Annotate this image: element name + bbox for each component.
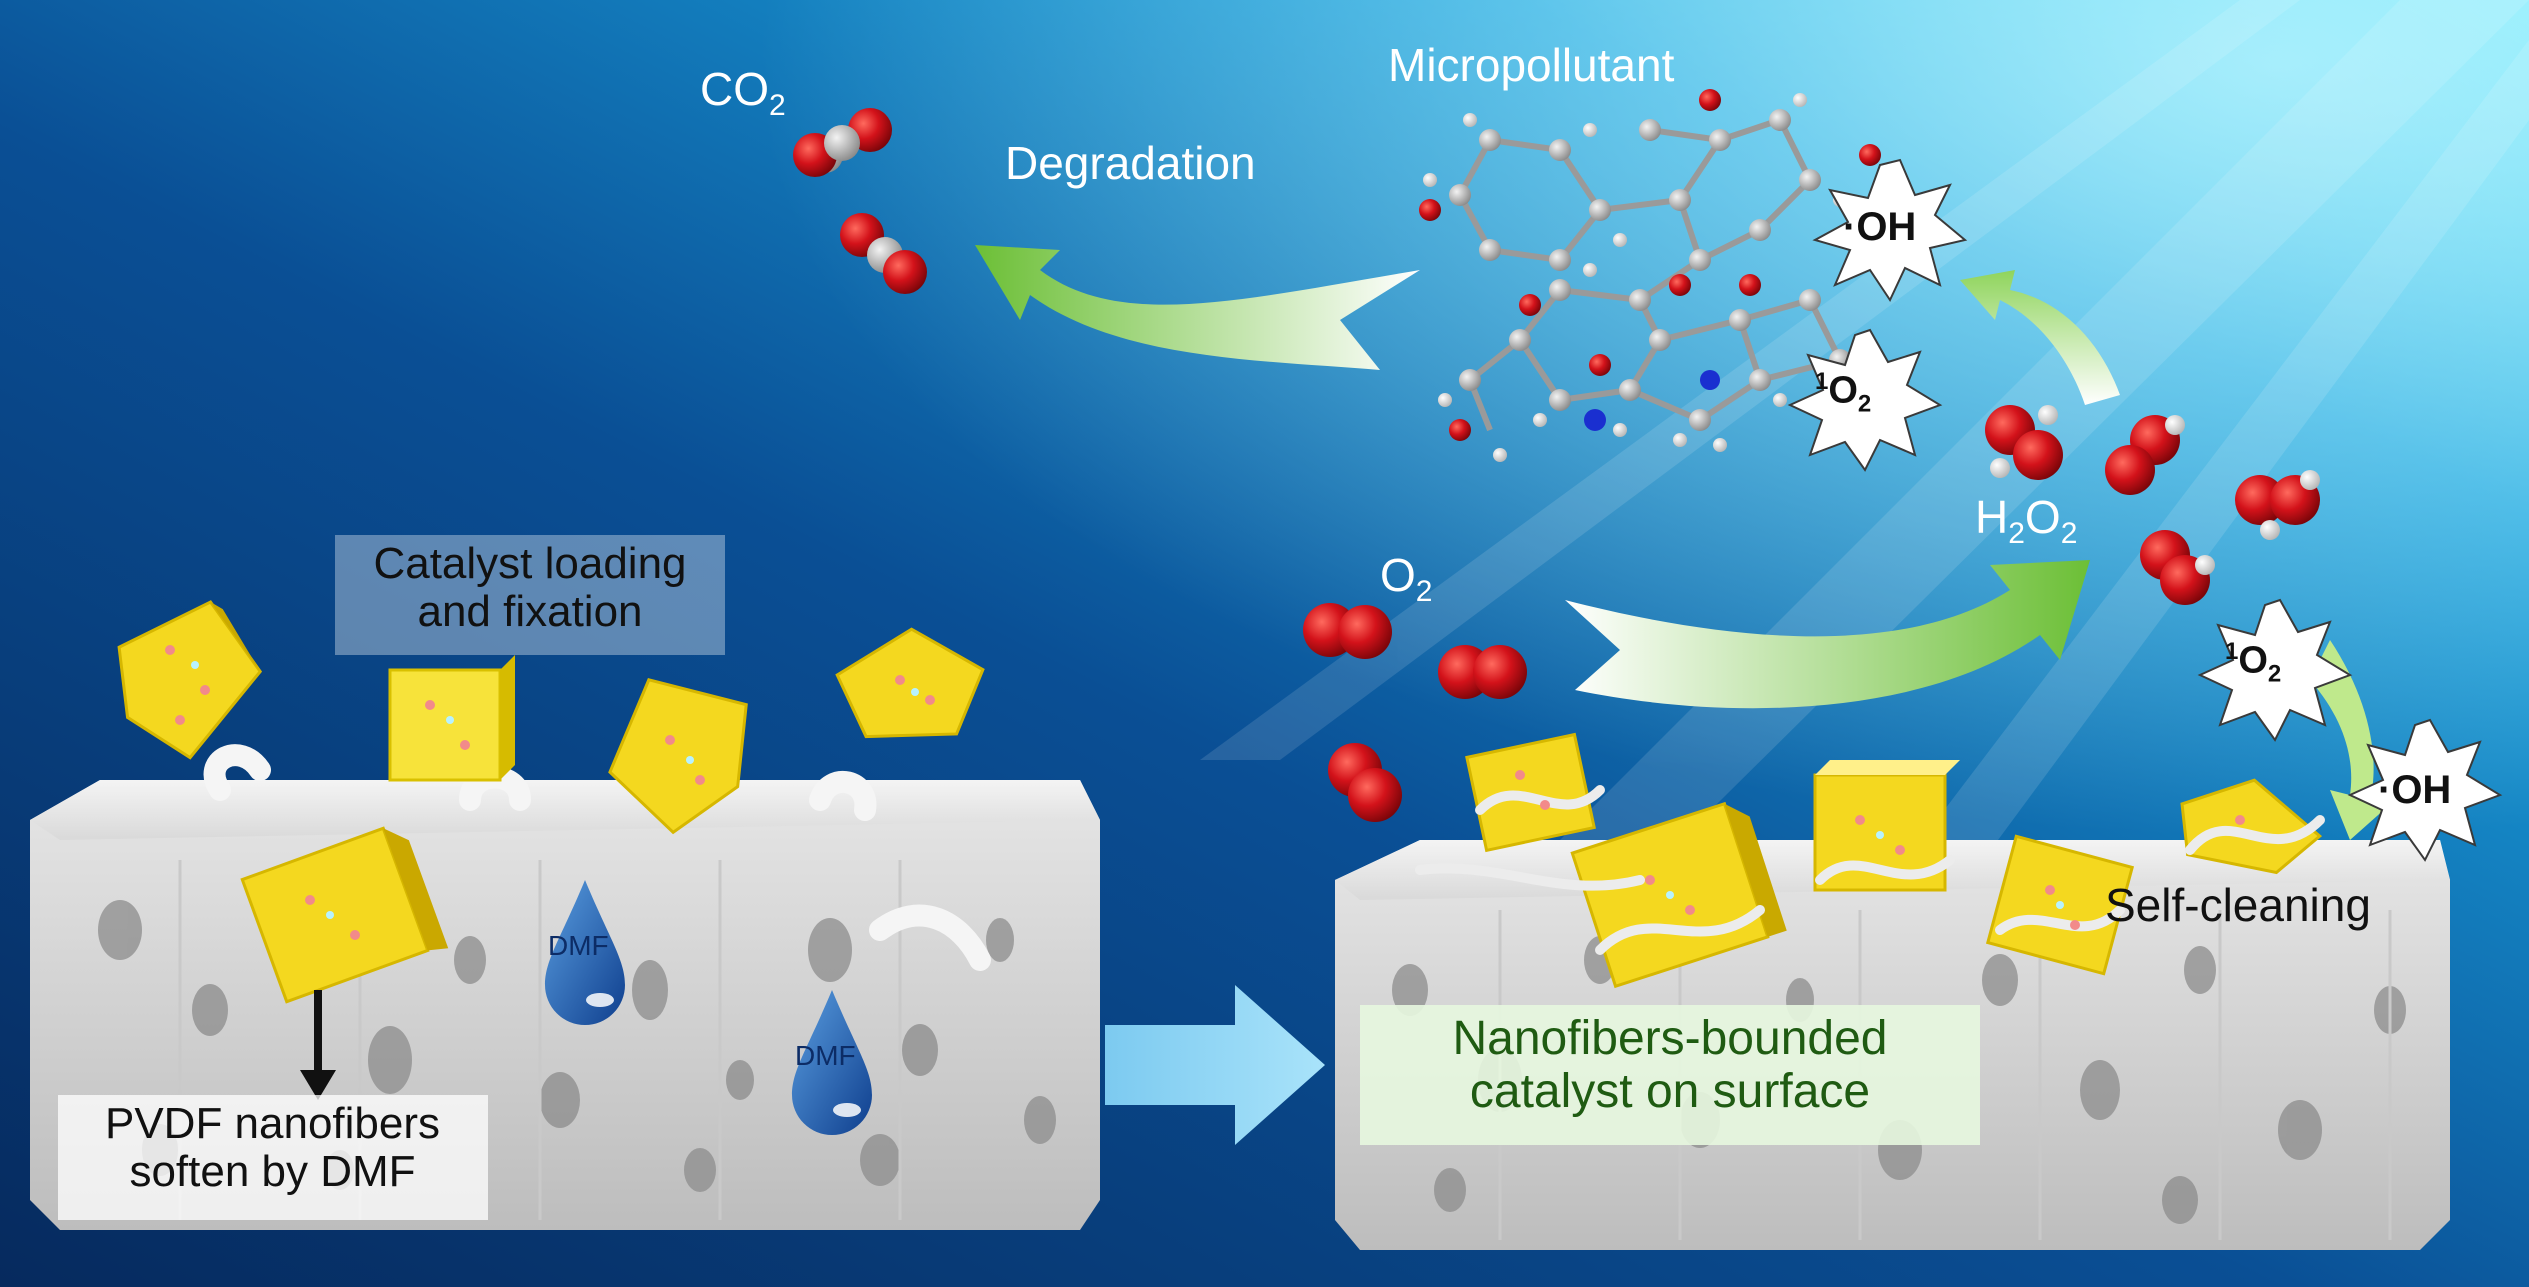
degradation-arrow — [975, 245, 1420, 370]
o2-subscript: 2 — [1415, 575, 1433, 609]
nanofibers-line1: Nanofibers-bounded — [1452, 1012, 1888, 1065]
process-arrow — [1105, 985, 1325, 1145]
self-cleaning-arrow — [2310, 640, 2395, 840]
micropollutant-label: Micropollutant — [1388, 39, 1675, 91]
right-catalyst-particles — [1415, 732, 2325, 989]
dmf-label-2: DMF — [795, 1040, 856, 1071]
singlet-oxygen-label-right: 1O2 — [2225, 638, 2281, 688]
singlet-sup-top: 1 — [1815, 368, 1829, 395]
catalyst-loading-label: Catalyst loading and fixation — [340, 539, 720, 637]
oh-burst-right — [2347, 718, 2503, 862]
nanofibers-label-box — [1360, 1005, 1980, 1145]
dmf-drops — [545, 880, 872, 1135]
catalyst-loading-line2: and fixation — [417, 587, 643, 637]
co2-subscript: 2 — [769, 89, 786, 123]
micropollutant-molecule — [1419, 89, 1881, 462]
pvdf-label: PVDF nanofibers soften by DMF — [60, 1099, 485, 1197]
o2-label: O2 — [1380, 548, 1432, 609]
nanofibers-label: Nanofibers-bounded catalyst on surface — [1365, 1012, 1975, 1119]
singlet-oxygen-burst-top — [1787, 328, 1943, 472]
h2o2-sub2: 2 — [2060, 517, 2078, 551]
co2-label-text: CO — [700, 63, 769, 115]
h2o2-sub1: 2 — [2008, 517, 2025, 551]
oh-label-top: ·OH — [1843, 205, 1917, 249]
oh-burst-top — [1812, 158, 1968, 303]
singlet-o-top: O — [1828, 369, 1858, 412]
catalyst-loading-box — [335, 535, 725, 655]
soften-arrow — [300, 990, 336, 1100]
pvdf-line2: soften by DMF — [129, 1147, 416, 1197]
degradation-label: Degradation — [1005, 137, 1256, 189]
oh-label-right: ·OH — [2378, 768, 2452, 812]
o2-to-h2o2-arrow — [1565, 560, 2090, 709]
singlet-sub-right: 2 — [2267, 660, 2282, 688]
h2o2-to-oh-arrow — [1960, 270, 2120, 405]
singlet-sub-top: 2 — [1857, 390, 1872, 418]
o2-molecules — [1303, 603, 1527, 822]
singlet-sup-right: 1 — [2225, 638, 2239, 665]
o2-label-text: O — [1380, 549, 1416, 601]
h2o2-label: H2O2 — [1975, 490, 2077, 551]
co2-molecule-1 — [793, 108, 892, 177]
h2o2-molecules — [1985, 405, 2320, 605]
singlet-oxygen-burst-right — [2197, 598, 2353, 742]
pvdf-line1: PVDF nanofibers — [104, 1099, 441, 1148]
co2-molecule-2 — [840, 213, 927, 294]
singlet-o-right: O — [2238, 639, 2268, 682]
h2o2-o: O — [2024, 491, 2061, 543]
singlet-oxygen-label-top: 1O2 — [1815, 368, 1871, 418]
left-catalyst-particles — [117, 600, 985, 1004]
self-cleaning-label: Self-cleaning — [2105, 879, 2371, 931]
catalyst-loading-line1: Catalyst loading — [373, 539, 687, 588]
nanofibers-line2: catalyst on surface — [1469, 1064, 1871, 1118]
pvdf-label-box — [58, 1095, 488, 1220]
h2o2-h: H — [1975, 491, 2009, 543]
co2-label: CO2 — [700, 62, 786, 123]
dmf-label-1: DMF — [548, 930, 609, 961]
